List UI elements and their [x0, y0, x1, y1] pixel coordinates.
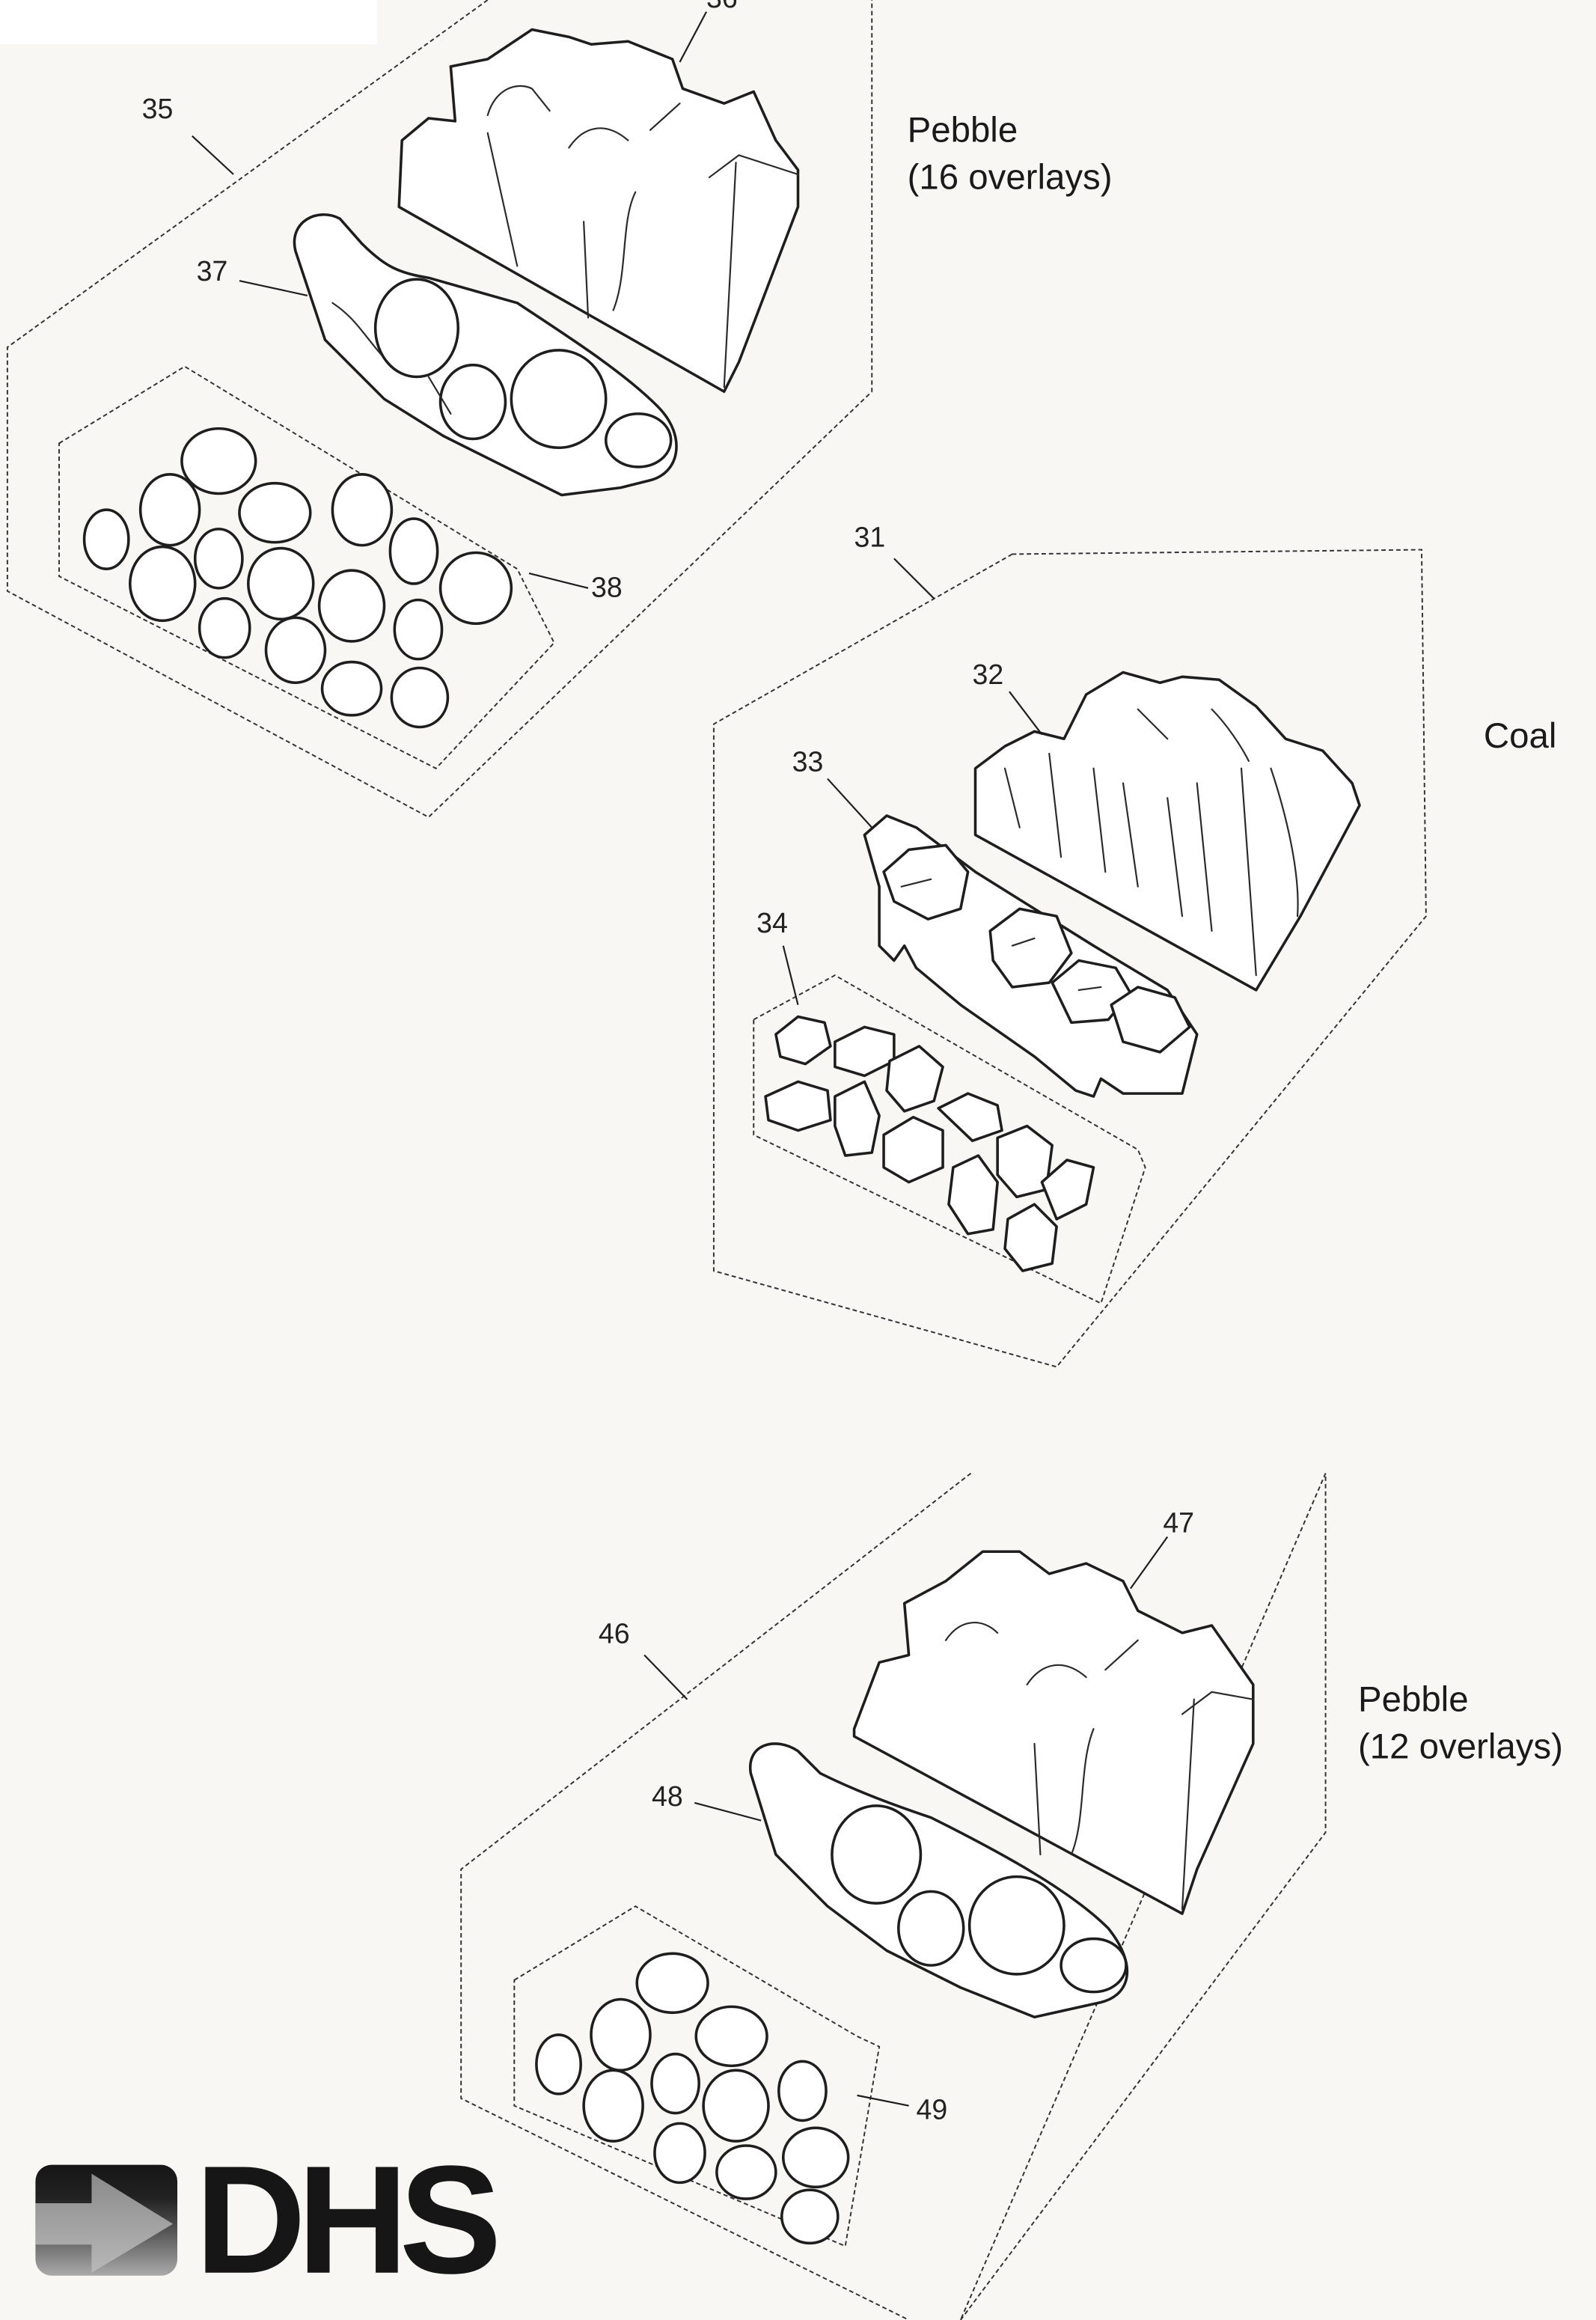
coal-title: Coal — [1484, 716, 1556, 756]
front-log — [293, 213, 678, 497]
ref-34: 34 — [756, 907, 788, 938]
logo-text: DHS — [195, 2134, 496, 2306]
set-outline — [6, 0, 873, 819]
coal-back-log — [973, 671, 1361, 992]
ref-32: 32 — [973, 659, 1004, 690]
ref-49: 49 — [917, 2093, 948, 2125]
ref-46: 46 — [599, 1618, 630, 1649]
scan-blank-corner — [0, 0, 377, 45]
front-log — [748, 1742, 1129, 2018]
ref-47: 47 — [1163, 1507, 1194, 1539]
coal-tray — [753, 974, 1146, 1304]
ref-31: 31 — [854, 522, 886, 553]
pebble-16-title: Pebble — [908, 111, 1018, 150]
pebble-12-set: 46 47 48 49 Pebble (12 overlays) — [460, 1472, 1563, 2320]
set-outline — [712, 549, 1427, 1368]
back-log — [852, 1550, 1255, 1915]
pebble-tray — [58, 365, 555, 769]
pebble-16-set: 35 36 37 38 Pebble (16 overlays) — [6, 0, 1113, 819]
pebble-16-subtitle: (16 overlays) — [908, 158, 1113, 198]
coal-front-log — [863, 814, 1199, 1098]
ref-33: 33 — [792, 746, 824, 778]
back-log — [397, 28, 800, 394]
pebble-tray — [513, 1905, 881, 2247]
dhs-logo: DHS — [35, 2134, 505, 2306]
coal-set: 31 32 33 34 Coal — [712, 522, 1556, 1368]
set-outline — [460, 1472, 1327, 2320]
arrow-right-icon — [35, 2173, 174, 2273]
ref-48: 48 — [652, 1780, 683, 1812]
pebble-12-title: Pebble — [1358, 1680, 1469, 1720]
ref-37: 37 — [197, 255, 228, 287]
ref-35: 35 — [142, 93, 174, 124]
ref-38: 38 — [591, 572, 623, 603]
pebble-12-subtitle: (12 overlays) — [1358, 1727, 1563, 1767]
ref-36: 36 — [706, 0, 738, 13]
